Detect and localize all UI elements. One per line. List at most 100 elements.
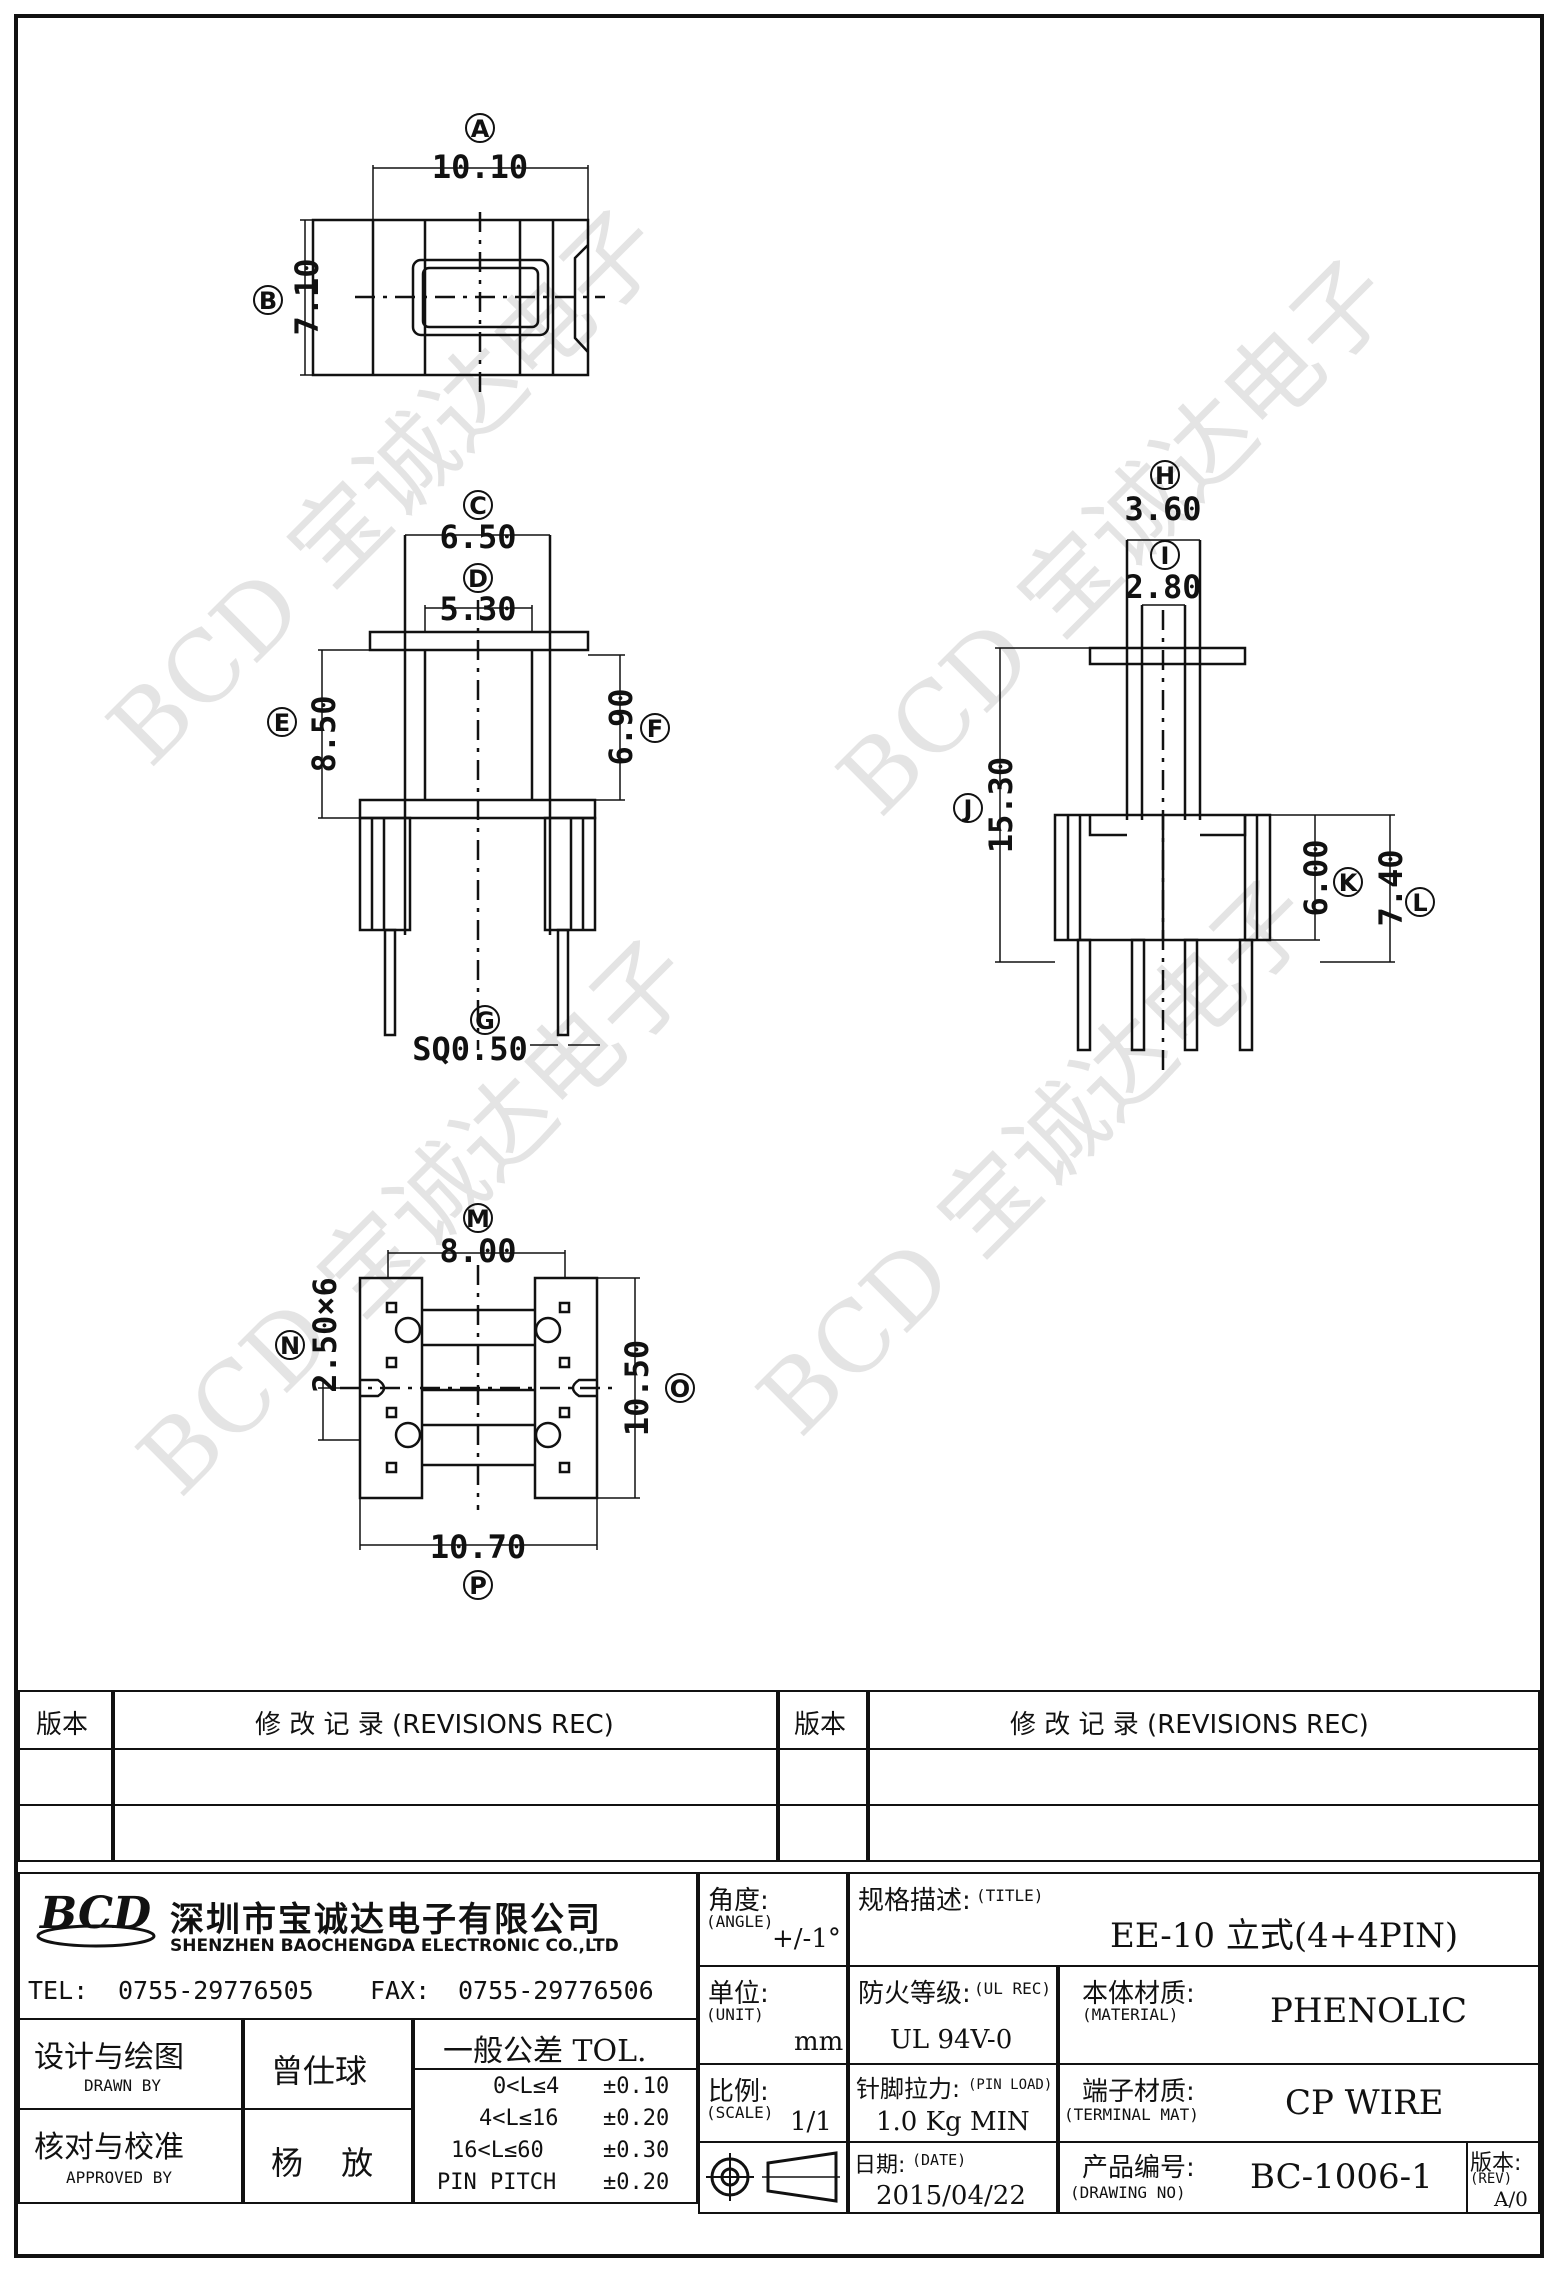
company-tel-label: TEL: <box>28 1976 89 2005</box>
dim-letter-p: P <box>469 1572 487 1600</box>
rev-version-cell-right: 版本 <box>778 1690 868 1750</box>
dim-value-g: SQ0.50 <box>412 1030 528 1068</box>
projection-symbol-cell <box>698 2141 848 2214</box>
projection-symbol-icon <box>706 2151 840 2203</box>
dim-value-b: 7.10 <box>288 258 326 335</box>
approver-label-cn: 核对与校准 <box>34 2130 184 2165</box>
title-label-en: (TITLE) <box>976 1886 1044 1905</box>
terminal-cell: 端子材质: (TERMINAL MAT) CP WIRE <box>1058 2063 1540 2143</box>
pin-load-cell: 针脚拉力: (PIN LOAD) 1.0 Kg MIN <box>848 2063 1058 2143</box>
dim-value-k: 6.00 <box>1297 839 1335 916</box>
dim-value-f: 6.90 <box>602 688 640 765</box>
bottom-view <box>318 1250 640 1550</box>
company-logo: BCD <box>34 1888 164 1950</box>
rev-row-1-record-right <box>868 1748 1540 1806</box>
dim-letter-b: B <box>259 287 277 315</box>
designer-name-cell: 曾仕球 <box>243 2018 413 2110</box>
dim-value-p: 10.70 <box>430 1528 526 1566</box>
dim-value-n: 2.50×6 <box>306 1277 344 1393</box>
rev-row-1-version-left <box>18 1748 113 1806</box>
scale-label-en: (SCALE) <box>706 2103 774 2122</box>
scale-value: 1/1 <box>790 2107 832 2137</box>
tolerance-value-1: ±0.10 <box>603 2074 670 2099</box>
dim-letter-a: A <box>471 115 490 143</box>
dim-value-h: 3.60 <box>1124 490 1201 528</box>
technical-drawing: BCD 宝诚达电子 BCD 宝诚达电子 BCD 宝诚达电子 BCD 宝诚达电子 <box>87 113 1435 1600</box>
designer-label-en: DRAWN BY <box>84 2076 162 2095</box>
dim-value-i: 2.80 <box>1124 568 1201 606</box>
date-cell: 日期: (DATE) 2015/04/22 <box>848 2141 1058 2214</box>
designer-label-cell: 设计与绘图 DRAWN BY <box>18 2018 243 2110</box>
material-label-cn: 本体材质: <box>1082 1979 1195 2009</box>
approver-name: 杨 放 <box>271 2144 388 2182</box>
dim-letter-e: E <box>274 709 290 737</box>
dim-value-o: 10.50 <box>618 1340 656 1436</box>
dim-value-j: 15.30 <box>982 757 1020 853</box>
title-cell: 规格描述: (TITLE) EE-10 立式(4+4PIN) <box>848 1872 1540 1967</box>
material-label-en: (MATERIAL) <box>1082 2005 1179 2024</box>
rev-version-header-right: 版本 <box>794 1710 847 1740</box>
dim-letter-i: I <box>1161 542 1170 570</box>
pin-load-label-cn: 针脚拉力: <box>856 2075 961 2103</box>
dim-value-d: 5.30 <box>439 590 516 628</box>
dim-letter-n: N <box>280 1332 300 1360</box>
rev-record-cell-right: 修 改 记 录 (REVISIONS REC) <box>868 1690 1540 1750</box>
dim-letter-o: O <box>670 1375 690 1403</box>
drawing-no-label-cn: 产品编号: <box>1082 2153 1195 2183</box>
rev-label-cn: 版本: <box>1470 2151 1522 2176</box>
company-logo-text: BCD <box>40 1888 152 1939</box>
terminal-label-cn: 端子材质: <box>1082 2077 1195 2107</box>
drawing-no-label-en: (DRAWING NO) <box>1070 2183 1186 2202</box>
ul-label-en: (UL REC) <box>974 1979 1052 1998</box>
designer-name: 曾仕球 <box>271 2052 368 2090</box>
date-label-cn: 日期: <box>854 2153 906 2178</box>
title-block: 版本 修 改 记 录 (REVISIONS REC) 版本 修 改 记 录 (R… <box>18 1690 1540 2254</box>
rev-record-header-left: 修 改 记 录 (REVISIONS REC) <box>255 1710 614 1740</box>
side-view <box>995 539 1395 1070</box>
watermark: BCD 宝诚达电子 BCD 宝诚达电子 BCD 宝诚达电子 BCD 宝诚达电子 <box>87 189 1415 1517</box>
scale-cell: 比例: (SCALE) 1/1 <box>698 2063 848 2143</box>
rev-row-1-version-right <box>778 1748 868 1806</box>
angle-value: +/-1° <box>772 1924 841 1954</box>
top-view <box>300 165 605 392</box>
watermark-text-4: BCD 宝诚达电子 <box>737 859 1335 1457</box>
rev-version-cell-left: 版本 <box>18 1690 113 1750</box>
material-cell: 本体材质: (MATERIAL) PHENOLIC <box>1058 1965 1540 2065</box>
rev-row-2-record-right <box>868 1804 1540 1862</box>
designer-label-cn: 设计与绘图 <box>34 2040 184 2075</box>
terminal-label-en: (TERMINAL MAT) <box>1064 2105 1199 2124</box>
drawing-no-value: BC-1006-1 <box>1250 2157 1433 2197</box>
tolerance-header: 一般公差 TOL. <box>443 2034 647 2069</box>
unit-cell: 单位: (UNIT) mm <box>698 1965 848 2065</box>
tolerance-range-2: 4<L≤16 <box>479 2106 559 2131</box>
unit-label-cn: 单位: <box>708 1979 769 2009</box>
dim-letter-l: L <box>1412 889 1427 917</box>
tolerance-range-1: 0<L≤4 <box>493 2074 560 2099</box>
tolerance-value-4: ±0.20 <box>603 2170 670 2195</box>
watermark-text-2: BCD 宝诚达电子 <box>817 239 1415 837</box>
rev-version-header-left: 版本 <box>36 1710 89 1740</box>
company-name-cn: 深圳市宝诚达电子有限公司 <box>170 1900 602 1940</box>
drawing-no-cell: 产品编号: (DRAWING NO) BC-1006-1 <box>1058 2141 1468 2214</box>
tolerance-value-2: ±0.20 <box>603 2106 670 2131</box>
tolerance-range-4: PIN PITCH <box>437 2170 557 2195</box>
title-label-cn: 规格描述: <box>858 1886 971 1916</box>
ul-cell: 防火等级: (UL REC) UL 94V-0 <box>848 1965 1058 2065</box>
ul-value: UL 94V-0 <box>890 2025 1013 2055</box>
dim-value-c: 6.50 <box>439 518 516 556</box>
angle-label-en: (ANGLE) <box>706 1912 774 1931</box>
company-name-en: SHENZHEN BAOCHENGDA ELECTRONIC CO.,LTD <box>170 1936 619 1956</box>
rev-value: A/0 <box>1494 2187 1528 2211</box>
tolerance-table: 0<L≤4 ±0.10 4<L≤16 ±0.20 16<L≤60 ±0.30 P… <box>413 2068 698 2204</box>
unit-value: mm <box>794 2027 844 2057</box>
rev-label-en: (REV) <box>1470 2171 1513 2187</box>
company-tel: 0755-29776505 <box>118 1976 314 2005</box>
rev-row-2-record-left <box>113 1804 778 1862</box>
company-fax-label: FAX: <box>370 1976 431 2005</box>
approver-name-cell: 杨 放 <box>243 2108 413 2204</box>
ul-label-cn: 防火等级: <box>858 1979 971 2009</box>
approver-label-cell: 核对与校准 APPROVED BY <box>18 2108 243 2204</box>
scale-label-cn: 比例: <box>708 2077 769 2107</box>
tolerance-range-3: 16<L≤60 <box>451 2138 544 2163</box>
rev-row-2-version-right <box>778 1804 868 1862</box>
